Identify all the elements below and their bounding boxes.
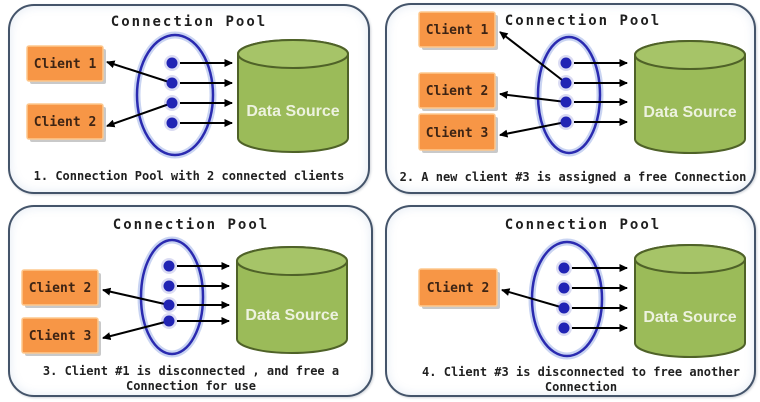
connection-dot [560, 116, 572, 128]
connection-dot [163, 315, 175, 327]
connection-dot [560, 96, 572, 108]
client-label: Client 3 [426, 126, 489, 141]
panel-1: Connection Pool [8, 4, 370, 194]
panel-4-canvas: Connection Pool Client 2 [418, 217, 746, 394]
panel-caption: 1. Connection Pool with 2 connected clie… [34, 169, 345, 183]
datasource-label: Data Source [643, 309, 736, 326]
connection-dot [163, 299, 175, 311]
panel-caption: 2. A new client #3 is assigned a free Co… [400, 170, 747, 184]
client-box-2: Client 2 [21, 269, 101, 308]
arrow-dot3-to-client-2 [501, 288, 565, 309]
datasource-cylinder-top [237, 39, 349, 69]
panel-1-canvas: Connection Pool [26, 14, 349, 183]
connection-pool-ellipse [139, 238, 205, 356]
datasource-label: Data Source [246, 103, 339, 120]
connection-dot [558, 322, 570, 334]
arrow-dot4-to-client-3 [102, 320, 170, 341]
arrow-dot2-to-client-1 [499, 31, 567, 84]
connection-dot [166, 57, 178, 69]
panel-caption-line-1: 4. Client #3 is disconnected to free ano… [422, 365, 740, 379]
panel-caption-line-1: 3. Client #1 is disconnected , and free … [43, 364, 339, 378]
arrow-dot2-to-client-1 [106, 60, 173, 84]
datasource-cylinder-top [634, 40, 746, 70]
client-label: Client 2 [426, 84, 489, 99]
client-box-1: Client 1 [26, 45, 106, 84]
connection-dot [558, 282, 570, 294]
connection-dot [163, 280, 175, 292]
client-label: Client 1 [426, 23, 489, 38]
client-box-2: Client 2 [418, 72, 498, 111]
connection-dot [558, 262, 570, 274]
client-box-3: Client 3 [418, 113, 498, 153]
client-box-2: Client 2 [418, 268, 500, 309]
connection-dot [166, 117, 178, 129]
datasource-cylinder-top [236, 246, 348, 276]
panel-4: Connection Pool Client 2 [385, 205, 756, 397]
panel-title: Connection Pool [505, 13, 661, 29]
datasource-label: Data Source [245, 307, 338, 324]
arrow-dot3-to-client-2 [499, 90, 567, 103]
connection-dot [163, 260, 175, 272]
connection-pool-ellipse [135, 33, 215, 157]
arrow-dot3-to-client-2 [106, 102, 173, 128]
panel-title: Connection Pool [111, 14, 267, 30]
panel-2-canvas: Connection Pool Client 1 [400, 11, 747, 184]
panel-caption-line-2: Connection for use [126, 379, 256, 393]
client-label: Client 2 [427, 281, 490, 296]
connection-dot [560, 77, 572, 89]
panel-title: Connection Pool [113, 217, 269, 233]
connection-pool-ellipse [530, 240, 604, 358]
panel-title: Connection Pool [505, 217, 661, 233]
panel-caption-line-2: Connection [545, 380, 617, 394]
client-box-1: Client 1 [418, 11, 498, 50]
connection-dot [166, 97, 178, 109]
connection-dot [560, 57, 572, 69]
connection-dot [558, 302, 570, 314]
client-box-2: Client 2 [26, 103, 106, 142]
client-label: Client 2 [34, 115, 97, 130]
datasource-cylinder: Data Source [634, 40, 746, 154]
connection-dot [166, 77, 178, 89]
datasource-cylinder: Data Source [236, 246, 348, 354]
arrow-dot3-to-client-2 [102, 287, 170, 306]
client-label: Client 2 [29, 281, 92, 296]
arrow-dot4-to-client-3 [499, 121, 567, 138]
panel-3: Connection Pool Client 2 [8, 205, 373, 397]
connection-pool-ellipse [536, 35, 602, 155]
client-box-3: Client 3 [21, 317, 101, 356]
datasource-cylinder: Data Source [634, 244, 746, 358]
panel-2: Connection Pool Client 1 [385, 3, 756, 194]
client-label: Client 3 [29, 329, 92, 344]
datasource-cylinder-top [634, 244, 746, 274]
datasource-label: Data Source [643, 104, 736, 121]
client-label: Client 1 [34, 57, 97, 72]
datasource-cylinder: Data Source [237, 39, 349, 153]
panel-3-canvas: Connection Pool Client 2 [21, 217, 348, 393]
